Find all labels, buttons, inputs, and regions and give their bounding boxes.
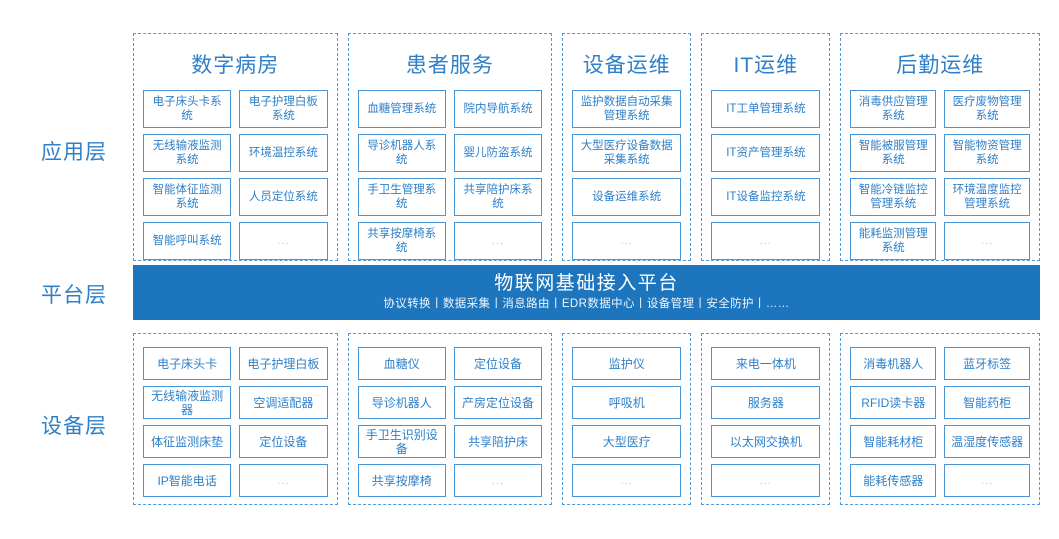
device-box[interactable]: 共享按摩椅 (357, 464, 446, 497)
app-column-3: 设备运维监护数据自动采集管理系统大型医疗设备数据采集系统设备运维系统... (562, 33, 692, 261)
system-box[interactable]: 院内导航系统 (453, 90, 543, 128)
system-box[interactable]: 共享陪护床系统 (453, 178, 543, 216)
device-box[interactable]: 无线输液监测器 (143, 386, 232, 419)
placeholder-box[interactable]: ... (453, 222, 543, 260)
layer-label-device: 设备层 (41, 415, 107, 438)
system-box[interactable]: 电子床头卡系统 (143, 90, 232, 128)
device-box[interactable]: 呼吸机 (572, 386, 682, 419)
device-box[interactable]: 温湿度传感器 (944, 425, 1030, 458)
app-column-title: 数字病房 (191, 54, 280, 77)
device-box[interactable]: 空调适配器 (239, 386, 328, 419)
system-box[interactable]: 手卫生管理系统 (357, 178, 446, 216)
system-box[interactable]: 导诊机器人系统 (357, 134, 446, 172)
device-column-4: 来电一体机服务器以太网交换机... (701, 333, 831, 505)
device-box[interactable]: IP智能电话 (143, 464, 232, 497)
system-box[interactable]: 环境温控系统 (239, 134, 328, 172)
device-box[interactable]: 共享陪护床 (453, 425, 543, 458)
app-column-5: 后勤运维消毒供应管理系统医疗废物管理系统智能被服管理系统智能物资管理系统智能冷链… (840, 33, 1040, 261)
system-box[interactable]: 血糖管理系统 (357, 90, 446, 128)
device-box[interactable]: 产房定位设备 (453, 386, 543, 419)
system-box[interactable]: 智能被服管理系统 (850, 134, 937, 172)
placeholder-box[interactable]: ... (944, 222, 1030, 260)
placeholder-box[interactable]: ... (572, 222, 682, 260)
placeholder-box[interactable]: ... (944, 464, 1030, 497)
app-column-items: 电子床头卡系统电子护理白板系统无线输液监测系统环境温控系统智能体征监测系统人员定… (143, 90, 328, 260)
device-box[interactable]: 服务器 (711, 386, 821, 419)
device-box[interactable]: 体征监测床垫 (143, 425, 232, 458)
system-box[interactable]: IT资产管理系统 (711, 134, 821, 172)
layer-label-platform: 平台层 (41, 284, 107, 307)
app-column-2: 患者服务血糖管理系统院内导航系统导诊机器人系统婴儿防盗系统手卫生管理系统共享陪护… (347, 33, 553, 261)
device-box[interactable]: 定位设备 (239, 425, 328, 458)
device-box[interactable]: 电子床头卡 (143, 347, 232, 380)
placeholder-box[interactable]: ... (711, 222, 821, 260)
platform-subtitle: 协议转换丨数据采集丨消息路由丨EDR数据中心丨设备管理丨安全防护丨…… (383, 298, 790, 310)
device-box[interactable]: 手卫生识别设备 (357, 425, 446, 458)
device-column-2: 血糖仪定位设备导诊机器人产房定位设备手卫生识别设备共享陪护床共享按摩椅... (347, 333, 553, 505)
system-box[interactable]: 智能冷链监控管理系统 (850, 178, 937, 216)
system-box[interactable]: 智能体征监测系统 (143, 178, 232, 216)
app-column-items: IT工单管理系统 IT资产管理系统 IT设备监控系统... (711, 90, 821, 260)
system-box[interactable]: 婴儿防盗系统 (453, 134, 543, 172)
system-box[interactable]: 设备运维系统 (572, 178, 682, 216)
placeholder-box[interactable]: ... (711, 464, 821, 497)
placeholder-box[interactable]: ... (239, 464, 328, 497)
app-column-items: 消毒供应管理系统医疗废物管理系统智能被服管理系统智能物资管理系统智能冷链监控管理… (850, 90, 1030, 260)
system-box[interactable]: 能耗监测管理系统 (850, 222, 937, 260)
system-box[interactable]: 人员定位系统 (239, 178, 328, 216)
system-box[interactable]: 监护数据自动采集管理系统 (572, 90, 682, 128)
app-column-items: 血糖管理系统院内导航系统导诊机器人系统婴儿防盗系统手卫生管理系统共享陪护床系统共… (357, 90, 543, 260)
app-column-1: 数字病房电子床头卡系统电子护理白板系统无线输液监测系统环境温控系统智能体征监测系… (133, 33, 338, 261)
layer-label-application: 应用层 (41, 141, 107, 164)
placeholder-box[interactable]: ... (453, 464, 543, 497)
device-box[interactable]: 导诊机器人 (357, 386, 446, 419)
system-box[interactable]: 智能物资管理系统 (944, 134, 1030, 172)
device-column-items: 监护仪呼吸机大型医疗... (572, 347, 682, 497)
system-box[interactable]: 智能呼叫系统 (143, 222, 232, 260)
device-box[interactable]: 来电一体机 (711, 347, 821, 380)
app-column-title: 患者服务 (405, 54, 494, 77)
device-box[interactable]: 消毒机器人 (850, 347, 937, 380)
device-box[interactable]: 智能药柜 (944, 386, 1030, 419)
app-column-title: 后勤运维 (896, 54, 985, 77)
system-box[interactable]: 无线输液监测系统 (143, 134, 232, 172)
system-box[interactable]: 医疗废物管理系统 (944, 90, 1030, 128)
system-box[interactable]: IT工单管理系统 (711, 90, 821, 128)
application-layer-band: 数字病房电子床头卡系统电子护理白板系统无线输液监测系统环境温控系统智能体征监测系… (133, 33, 1040, 261)
app-column-title: IT运维 (733, 54, 799, 77)
app-column-4: IT运维 IT工单管理系统 IT资产管理系统 IT设备监控系统... (701, 33, 831, 261)
app-column-title: 设备运维 (582, 54, 671, 77)
device-column-items: 血糖仪定位设备导诊机器人产房定位设备手卫生识别设备共享陪护床共享按摩椅... (357, 347, 543, 497)
system-box[interactable]: 电子护理白板系统 (239, 90, 328, 128)
placeholder-box[interactable]: ... (572, 464, 682, 497)
device-box[interactable]: RFID读卡器 (850, 386, 937, 419)
device-box[interactable]: 血糖仪 (357, 347, 446, 380)
device-box[interactable]: 电子护理白板 (239, 347, 328, 380)
system-box[interactable]: 共享按摩椅系统 (357, 222, 446, 260)
platform-title: 物联网基础接入平台 (494, 273, 679, 294)
system-box[interactable]: 消毒供应管理系统 (850, 90, 937, 128)
device-column-3: 监护仪呼吸机大型医疗... (562, 333, 692, 505)
platform-layer-bar: 物联网基础接入平台 协议转换丨数据采集丨消息路由丨EDR数据中心丨设备管理丨安全… (133, 265, 1040, 320)
device-box[interactable]: 蓝牙标签 (944, 347, 1030, 380)
system-box[interactable]: 环境温度监控管理系统 (944, 178, 1030, 216)
device-column-items: 来电一体机服务器以太网交换机... (711, 347, 821, 497)
device-box[interactable]: 定位设备 (453, 347, 543, 380)
app-column-items: 监护数据自动采集管理系统大型医疗设备数据采集系统设备运维系统... (572, 90, 682, 260)
system-box[interactable]: IT设备监控系统 (711, 178, 821, 216)
device-box[interactable]: 能耗传感器 (850, 464, 937, 497)
device-box[interactable]: 监护仪 (572, 347, 682, 380)
device-box[interactable]: 以太网交换机 (711, 425, 821, 458)
system-box[interactable]: 大型医疗设备数据采集系统 (572, 134, 682, 172)
device-box[interactable]: 大型医疗 (572, 425, 682, 458)
placeholder-box[interactable]: ... (239, 222, 328, 260)
device-box[interactable]: 智能耗材柜 (850, 425, 937, 458)
